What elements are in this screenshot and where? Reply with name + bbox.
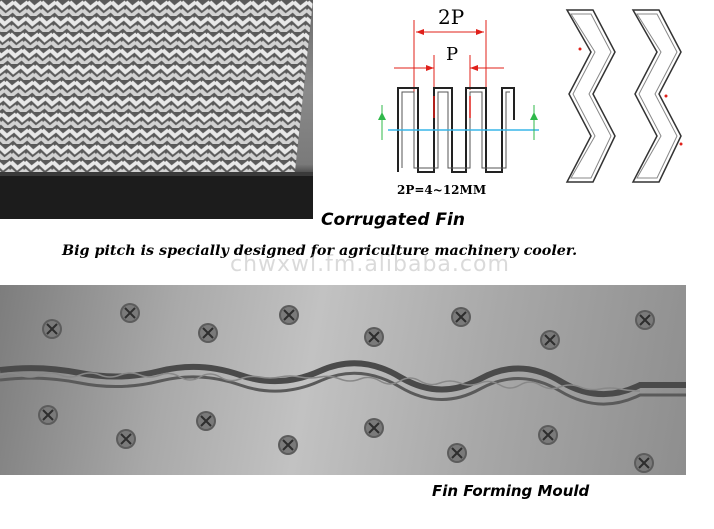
corrugated-fin-caption: Corrugated Fin [321, 210, 465, 230]
pitch-formula: 2P=4~12MM [397, 183, 487, 197]
description-subtitle: Big pitch is specially designed for agri… [62, 243, 578, 259]
watermark: chwxwl.fm.alibaba.com [230, 252, 510, 277]
corrugated-fin-illustration [0, 0, 313, 219]
fin-profile-drawing: 2P P [378, 5, 539, 173]
corrugated-fin-photo [0, 0, 313, 219]
mould-margin [686, 285, 714, 475]
chevron-drawing [565, 9, 683, 183]
label-p: P [446, 44, 458, 65]
mould-illustration [0, 302, 686, 474]
fin-forming-mould-photo [0, 285, 686, 475]
label-2p: 2P [438, 5, 464, 29]
pitch-diagram: 2P P [374, 0, 539, 205]
chevron-fin-profile [555, 4, 695, 190]
fin-forming-mould-caption: Fin Forming Mould [432, 482, 590, 500]
